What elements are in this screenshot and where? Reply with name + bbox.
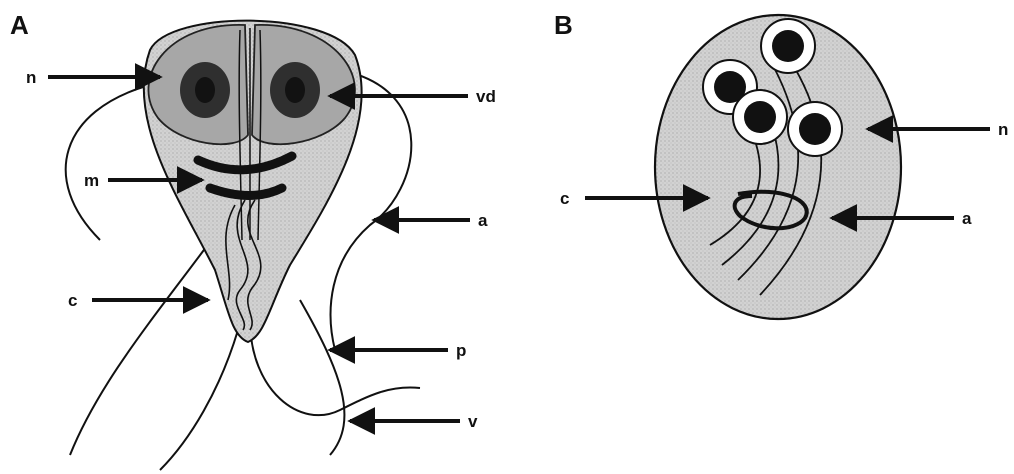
label-b-c: c [560, 189, 569, 208]
flagellum-ventral-left [70, 235, 215, 455]
panel-a-letter: A [10, 10, 29, 40]
cyst-nucleus-1 [761, 19, 815, 73]
label-a-m: m [84, 171, 99, 190]
panel-a: A n vd m [10, 10, 496, 470]
cyst-nucleus-3 [733, 90, 787, 144]
flagellum-anterior-left [66, 85, 150, 240]
label-a-v: v [468, 412, 478, 431]
panel-b-letter: B [554, 10, 573, 40]
panel-b: B n c a [554, 10, 1008, 319]
nucleolus-left [195, 77, 215, 103]
nucleolus-right [285, 77, 305, 103]
flagellum-posterior-p [300, 300, 344, 455]
label-b-a: a [962, 209, 972, 228]
label-a-vd: vd [476, 87, 496, 106]
label-a-a: a [478, 211, 488, 230]
flagellum-caudal-left [160, 330, 238, 470]
label-a-p: p [456, 341, 466, 360]
label-a-c: c [68, 291, 77, 310]
label-b-n: n [998, 120, 1008, 139]
cyst-nucleus-4 [788, 102, 842, 156]
flagellum-caudal-v [250, 320, 420, 415]
label-a-n: n [26, 68, 36, 87]
